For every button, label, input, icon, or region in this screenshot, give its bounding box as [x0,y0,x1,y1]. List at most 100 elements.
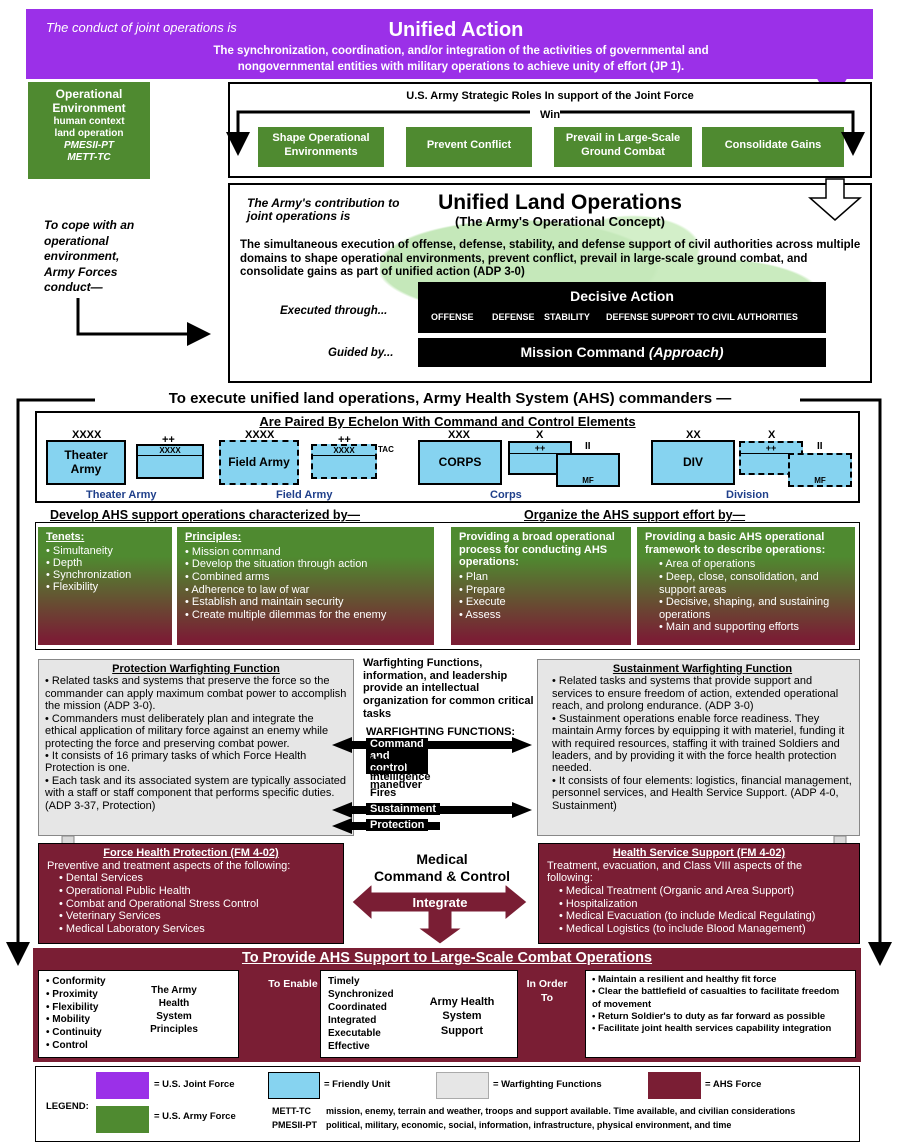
division-sust-box: MF [788,453,852,487]
legend-swatch-joint [96,1072,149,1099]
theater-c2-symbol: ++ [162,434,175,446]
unified-action-banner: The conduct of joint operations is Unifi… [26,9,873,79]
wff-intelligence: Intelligence [370,771,431,783]
protection-wff-title: Protection Warfighting Function [112,663,280,675]
field-c2-symbol: ++ [338,434,351,446]
framework-item: Main and supporting efforts [659,621,847,634]
ulo-down-arrow [808,178,862,221]
protection-item: Each task and its associated system are … [45,775,347,812]
theater-c2-sub: XXXX [138,446,202,457]
process-item: Execute [459,596,623,609]
division-sust-symbol: II [817,441,823,452]
legend-pmesii-abbr: PMESII-PT [272,1120,318,1130]
division-label: Division [726,489,769,501]
protection-wff-box: Protection Warfighting Function Related … [38,659,354,836]
ahs-principle: Control [46,1040,106,1053]
develop-organize-frame [35,522,860,650]
tenet-item: Synchronization [46,569,164,581]
wff-command-control: Command and control [366,738,428,774]
fhp-list: Dental Services Operational Public Healt… [47,872,335,935]
medical-c2-line-1: Medical [416,851,468,867]
outcomes-list: Maintain a resilient and healthy fit for… [592,974,849,1036]
outcome-item: Facilitate joint health services capabil… [592,1023,849,1035]
ulo-subtitle: (The Army's Operational Concept) [455,214,665,229]
lsco-title: To Provide AHS Support to Large-Scale Co… [241,950,653,966]
wff-movement: Movement and maneuver [370,755,425,791]
principle-item: Mission command [185,546,426,559]
legend-swatch-army [96,1106,149,1133]
principle-item: Develop the situation through action [185,558,426,571]
operational-environment-box: Operational Environment human context la… [28,82,150,179]
unified-action-lead: The conduct of joint operations is [46,20,237,35]
decisive-stability: STABILITY [544,312,590,322]
field-symbol: XXXX [245,429,275,441]
op-env-line-3: PMESII-PT [63,139,114,151]
wff-sustainment: Sustainment [366,803,441,815]
outcome-item: Maintain a resilient and healthy fit for… [592,974,849,986]
mission-command-box: Mission Command (Approach) [418,338,826,367]
division-c2-sub: ++ [741,443,801,455]
legend-swatch-friendly [268,1072,320,1099]
organize-title: Organize the AHS support effort by— [524,508,746,522]
hss-title: Health Service Support (FM 4-02) [612,847,786,859]
decisive-action-box: Decisive Action OFFENSE DEFENSE STABILIT… [418,282,826,333]
left-side-arrow [6,398,95,966]
corps-symbol: XXX [448,429,471,441]
hss-intro: Treatment, evacuation, and Class VIII as… [547,859,803,885]
fhp-title: Force Health Protection (FM 4-02) [103,847,279,859]
process-item: Plan [459,571,623,584]
framework-item: Deep, close, consolidation, and support … [659,571,847,596]
unified-action-description: The synchronization, coordination, and/o… [213,45,709,73]
tenet-item: Simultaneity [46,545,164,557]
lsco-right-panel: Maintain a resilient and healthy fit for… [585,970,856,1058]
medical-c2-title: Medical Command & Control [360,851,524,885]
wff-intro: Warfighting Functions, information, and … [363,657,534,720]
ulo-lead: The Army's contribution to joint operati… [247,196,400,224]
legend-mett-def: mission, enemy, terrain and weather, tro… [326,1106,796,1116]
legend-army: = U.S. Army Force [154,1111,236,1122]
quality-item: Timely [328,976,360,987]
hss-item: Medical Logistics (to include Blood Mana… [559,923,851,936]
hss-item: Hospitalization [559,898,851,911]
tenets-box: Tenets: Simultaneity Depth Synchronizati… [38,527,172,645]
right-side-arrow [800,398,892,966]
wff-title: WARFIGHTING FUNCTIONS: [366,726,516,738]
theater-c2-box: XXXX [136,444,204,479]
op-env-line-1: human context [53,115,125,127]
outcome-item: Return Soldier's to duty as far forward … [592,1011,849,1023]
win-label: Win [540,109,561,121]
fhp-item: Combat and Operational Stress Control [59,898,335,911]
wff-protection: Protection [366,819,429,831]
legend-joint: = U.S. Joint Force [154,1079,235,1090]
role-consolidate: Consolidate Gains [702,127,844,167]
protection-item: Related tasks and systems that preserve … [45,675,347,712]
fhp-intro: Preventive and treatment aspects of the … [47,859,291,872]
process-box: Providing a broad operational process fo… [451,527,631,645]
legend-ahs: = AHS Force [705,1079,762,1090]
sustainment-item: Related tasks and systems that provide s… [552,675,853,712]
ulo-title: Unified Land Operations [438,191,682,214]
corps-label: Corps [490,489,522,501]
ahs-principle: Proximity [46,989,106,1002]
quality-item: Integrated [328,1015,377,1026]
protection-item: It consists of 16 primary tasks of which… [45,750,347,775]
sustainment-list: Related tasks and systems that provide s… [552,675,853,812]
decisive-defense: DEFENSE [492,312,535,322]
wff-fires: Fires [370,787,397,799]
ulo-description: The simultaneous execution of offense, d… [240,239,861,279]
field-army-label: Field Army [276,489,333,501]
principles-box: Principles: Mission command Develop the … [177,527,434,645]
tenets-title: Tenets: [46,531,85,543]
framework-item: Area of operations [659,558,847,571]
develop-title: Develop AHS support operations character… [50,508,361,522]
legend-pmesii-def: political, military, economic, social, i… [326,1120,732,1130]
process-title: Providing a broad operational process fo… [459,531,615,569]
fhp-item: Veterinary Services [59,910,335,923]
legend-mett-abbr: METT-TC [272,1106,311,1116]
hss-list: Medical Treatment (Organic and Area Supp… [547,885,851,936]
corps-box: CORPS [418,440,502,485]
division-mf-label: MF [814,475,826,485]
framework-item: Decisive, shaping, and sustaining operat… [659,596,847,621]
legend-label: LEGEND: [46,1101,89,1112]
theater-symbol: XXXX [72,429,102,441]
